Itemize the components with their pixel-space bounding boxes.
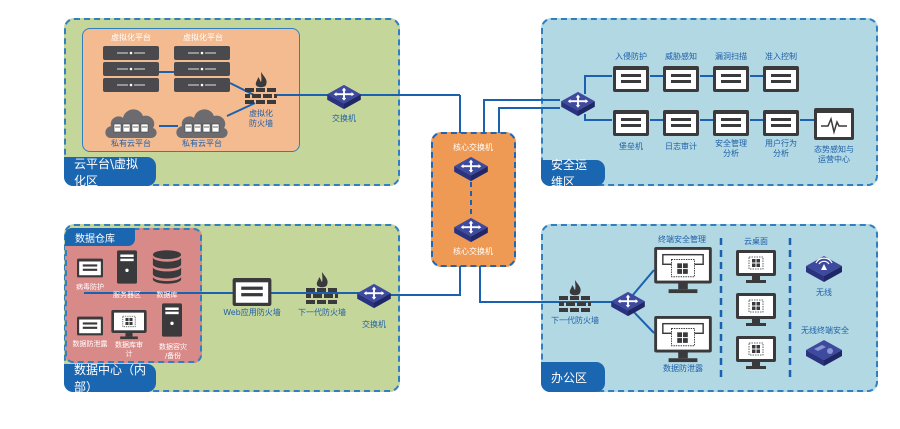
link-switch-row2 xyxy=(584,114,612,121)
dlp-monitor-icon xyxy=(654,316,712,364)
data-warehouse-label-text: 数据仓库 xyxy=(75,233,115,245)
device-label: /备份 xyxy=(164,352,182,360)
device-label: 病毒防护 xyxy=(76,283,104,291)
database-audit-icon xyxy=(111,310,147,340)
switch-icon xyxy=(325,83,363,111)
core-switch-label-top: 核心交换机 xyxy=(453,143,493,152)
server-tower-icon xyxy=(117,250,137,284)
security-management-icon xyxy=(712,110,750,136)
link-core-security-1 xyxy=(483,99,560,133)
device-label: 准入控制 xyxy=(765,52,797,61)
device-label: 运营中心 xyxy=(818,155,850,164)
link-office-dlp xyxy=(631,309,655,334)
link-switch-row1 xyxy=(584,75,612,94)
link-core-office xyxy=(479,266,625,303)
device-label: 漏洞扫描 xyxy=(715,52,747,61)
zone-security-ops xyxy=(541,18,878,186)
device-label: 入侵防护 xyxy=(615,52,647,61)
security-switch-icon xyxy=(558,90,598,118)
device-label: 服务器区 xyxy=(113,291,141,299)
device-label: 威胁感知 xyxy=(665,52,697,61)
zone-label-cloud-text: 云平台\虚拟化区 xyxy=(74,156,139,188)
device-label: 堡垒机 xyxy=(619,142,643,151)
switch-icon xyxy=(355,282,393,310)
soc-monitor-icon xyxy=(814,108,854,140)
intrusion-prevention-icon xyxy=(612,66,650,92)
virtual-firewall-label-1: 虚拟化 xyxy=(249,109,273,118)
device-label: 分析 xyxy=(723,149,739,158)
ngfw-label: 下一代防火墙 xyxy=(298,308,346,317)
virtual-firewall-label-2: 防火墙 xyxy=(249,119,273,128)
data-warehouse-label: 数据仓库 xyxy=(65,228,135,246)
private-cloud-icon xyxy=(174,104,230,140)
ngfw-icon xyxy=(304,270,340,306)
office-ngfw-label: 下一代防火墙 xyxy=(551,316,599,325)
virtual-firewall-icon xyxy=(243,70,279,106)
vulnerability-scan-icon xyxy=(712,66,750,92)
wireless-label: 无线 xyxy=(816,288,832,297)
zone-label-data-center-text: 数据中心（内部） xyxy=(74,363,147,394)
device-label: 数据库审 xyxy=(115,341,143,349)
core-switch-group xyxy=(431,132,516,267)
ngfw-icon xyxy=(557,278,593,314)
cloud-desktop-icon xyxy=(736,250,776,284)
data-leak-prevention-icon xyxy=(77,316,103,336)
database-icon xyxy=(152,249,182,285)
link-cloud-firewall xyxy=(226,102,256,117)
antivirus-icon xyxy=(77,258,103,278)
device-label: 数据防泄露 xyxy=(72,340,108,348)
endpoint-mgmt-label: 终端安全管理 xyxy=(658,235,706,244)
private-cloud-icon xyxy=(103,104,159,140)
device-label: 计 xyxy=(125,350,133,358)
device-label: 分析 xyxy=(773,149,789,158)
cloud-desktop-label: 云桌面 xyxy=(744,237,768,246)
wireless-security-icon xyxy=(804,338,844,368)
device-label: 数据库 xyxy=(156,291,178,299)
server-rack-icon xyxy=(174,46,230,94)
private-cloud-label-2: 私有云平台 xyxy=(182,139,222,148)
log-audit-icon xyxy=(662,110,700,136)
zone-label-office-text: 办公区 xyxy=(551,370,588,385)
dlp-label: 数据防泄露 xyxy=(663,364,703,373)
link-office-endpoint xyxy=(631,269,655,297)
waf-label: Web应用防火墙 xyxy=(223,308,281,317)
bastion-host-icon xyxy=(612,110,650,136)
endpoint-security-monitor-icon xyxy=(654,247,712,295)
core-switch-icon xyxy=(452,155,490,183)
cloud-desktop-icon xyxy=(736,293,776,327)
wireless-ap-icon xyxy=(804,254,844,284)
device-label: 数据容灾 xyxy=(159,343,187,351)
link-core-datacenter xyxy=(384,266,461,296)
waf-icon xyxy=(232,278,272,306)
cloud-switch-label: 交换机 xyxy=(332,114,356,123)
server-label-2: 虚拟化平台 xyxy=(183,33,223,42)
server-label-1: 虚拟化平台 xyxy=(111,33,151,42)
office-switch-icon xyxy=(609,290,647,318)
zone-label-office: 办公区 xyxy=(541,362,605,392)
backup-server-icon xyxy=(162,302,182,338)
zone-label-data-center: 数据中心（内部） xyxy=(64,363,156,394)
core-switch-label-bottom: 核心交换机 xyxy=(453,247,493,256)
device-label: 用户行为 xyxy=(765,139,797,148)
zone-label-security-ops-text: 安全运维区 xyxy=(551,158,588,189)
wireless-security-label: 无线终端安全 xyxy=(801,326,849,335)
access-control-icon xyxy=(762,66,800,92)
private-cloud-label-1: 私有云平台 xyxy=(111,139,151,148)
threat-detection-icon xyxy=(662,66,700,92)
device-label: 态势感知与 xyxy=(814,145,854,154)
zone-label-cloud: 云平台\虚拟化区 xyxy=(64,156,156,188)
link-core-security-2 xyxy=(498,107,560,133)
server-rack-icon xyxy=(103,46,159,94)
user-behavior-icon xyxy=(762,110,800,136)
device-label: 日志审计 xyxy=(665,142,697,151)
datacenter-switch-label: 交换机 xyxy=(362,320,386,329)
device-label: 安全管理 xyxy=(715,139,747,148)
zone-label-security-ops: 安全运维区 xyxy=(541,158,605,189)
core-switch-icon xyxy=(452,216,490,244)
cloud-desktop-icon xyxy=(736,336,776,370)
